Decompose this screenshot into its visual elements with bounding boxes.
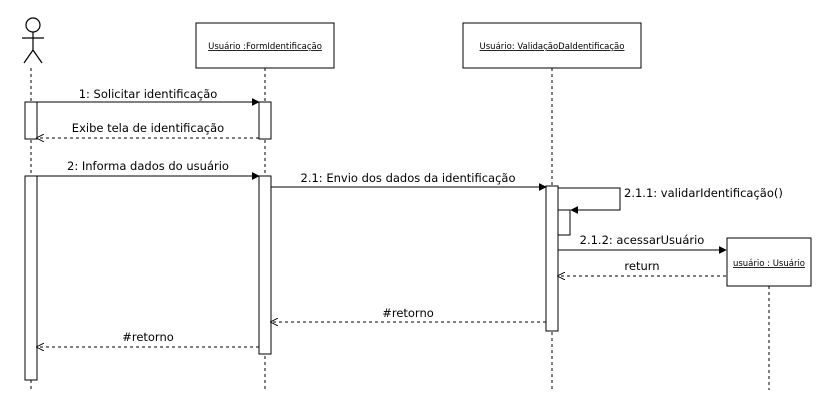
lifeline-form-label: Usuário :FormIdentificação xyxy=(208,42,322,52)
lifeline-usuario-box xyxy=(726,237,812,287)
lifeline-usuario[interactable]: usuário : Usuário xyxy=(726,237,812,287)
lifeline-validacao[interactable]: Usuário: ValidaçãoDaIdentificação xyxy=(462,22,642,69)
activation-form-1 xyxy=(258,101,272,140)
message-2-1-label: 2.1: Envio dos dados da identificação xyxy=(301,171,516,185)
lifeline-validacao-label: Usuário: ValidaçãoDaIdentificação xyxy=(480,42,625,52)
activation-form-2 xyxy=(258,175,272,355)
message-2-return: #retorno xyxy=(37,330,259,347)
activation-actor-1 xyxy=(24,101,38,140)
message-2-1-1-label: 2.1.1: validarIdentificação() xyxy=(624,186,783,200)
stick-figure-actor-icon xyxy=(22,17,44,64)
message-2-return-label: #retorno xyxy=(122,330,174,344)
lifeline-form-box xyxy=(195,22,335,69)
message-2: 2: Informa dados do usuário xyxy=(37,159,260,180)
message-2-1-return: #retorno xyxy=(271,306,546,322)
message-2-label: 2: Informa dados do usuário xyxy=(67,159,229,173)
message-2-1-2: 2.1.2: acessarUsuário xyxy=(558,233,727,254)
activation-actor-2 xyxy=(24,175,38,381)
activation-validacao xyxy=(545,185,559,332)
activation-validacao-self xyxy=(557,209,571,236)
message-2-1-1: 2.1.1: validarIdentificação() xyxy=(558,186,783,214)
message-1-label: 1: Solicitar identificação xyxy=(79,87,218,101)
message-2-1-2-label: 2.1.2: acessarUsuário xyxy=(580,233,705,247)
message-1: 1: Solicitar identificação xyxy=(37,87,260,106)
lifeline-usuario-label: usuário : Usuário xyxy=(733,259,805,269)
message-1-return: Exibe tela de identificação xyxy=(37,121,259,138)
lifeline-form[interactable]: Usuário :FormIdentificação xyxy=(195,22,335,69)
message-2-1-return-label: #retorno xyxy=(382,306,434,320)
message-2-1-2-return-label: return xyxy=(624,259,659,273)
message-2-1-1-arrow xyxy=(558,187,621,214)
lifeline-validacao-box xyxy=(462,22,642,69)
message-1-return-label: Exibe tela de identificação xyxy=(72,121,224,135)
message-2-1: 2.1: Envio dos dados da identificação xyxy=(271,171,547,191)
message-2-1-2-return: return xyxy=(558,259,726,276)
actor[interactable] xyxy=(22,17,44,64)
